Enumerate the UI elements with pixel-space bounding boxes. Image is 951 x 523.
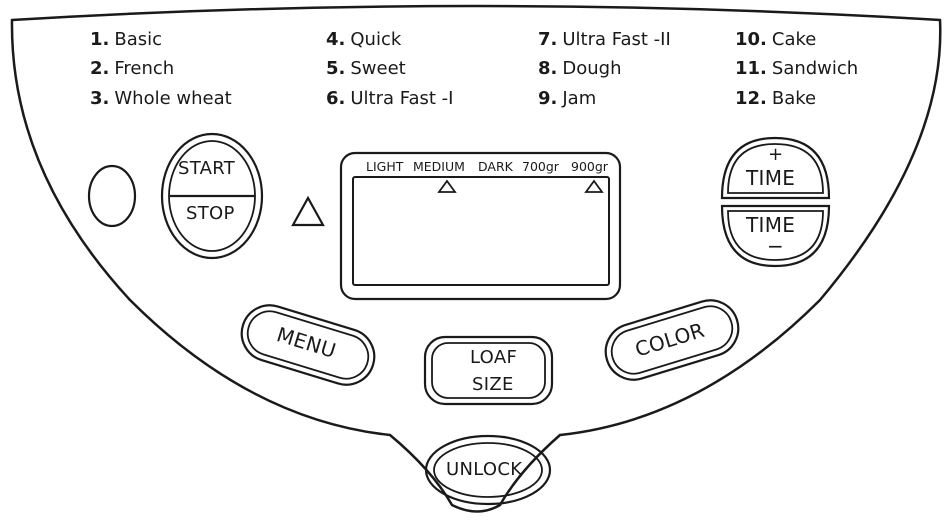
program-name: Basic [114,29,163,50]
program-number: 5. [326,58,346,79]
program-name: Whole wheat [114,88,232,109]
panel-outline [10,4,942,513]
program-item: 10.Cake [735,29,816,51]
program-item: 9.Jam [538,88,596,110]
program-number: 12. [735,88,767,109]
program-number: 2. [90,58,110,79]
lcd-label-medium: MEDIUM [413,159,465,174]
program-number: 7. [538,29,558,50]
loaf-size-button[interactable] [423,335,554,406]
program-item: 8.Dough [538,58,622,80]
unlock-button[interactable] [424,434,552,506]
program-number: 11. [735,58,767,79]
program-name: Ultra Fast -II [562,29,671,50]
program-item: 1.Basic [90,29,162,51]
program-name: Bake [771,88,817,109]
loaf-label: LOAF [470,347,518,368]
lcd-pointer-medium-icon [437,179,457,193]
program-name: Sweet [350,58,406,79]
size-label: SIZE [472,374,514,395]
program-number: 10. [735,29,767,50]
program-item: 12.Bake [735,88,816,110]
program-name: Quick [350,29,402,50]
lcd-label-700gr: 700gr [522,159,559,174]
time-plus-symbol: + [768,144,784,165]
program-name: Ultra Fast -I [350,88,454,109]
time-down-label: TIME [746,213,796,237]
time-down-button[interactable] [720,204,831,268]
program-number: 4. [326,29,346,50]
lcd-label-dark: DARK [478,159,513,174]
program-name: Jam [562,88,597,109]
program-name: Sandwich [771,58,859,79]
program-number: 8. [538,58,558,79]
lcd-pointer-900gr-icon [584,179,604,193]
lcd-label-900gr: 900gr [571,159,608,174]
program-number: 1. [90,29,110,50]
status-triangle-icon [291,195,325,227]
time-minus-symbol: − [767,234,785,258]
program-number: 6. [326,88,346,109]
time-up-label: TIME [746,166,796,190]
program-name: Dough [562,58,622,79]
start-label: START [178,158,236,179]
program-item: 7.Ultra Fast -II [538,29,671,51]
program-name: Cake [771,29,817,50]
program-item: 2.French [90,58,174,80]
unlock-label: UNLOCK [446,459,523,480]
lcd-label-light: LIGHT [366,159,404,174]
program-number: 3. [90,88,110,109]
time-up-button[interactable] [720,136,831,200]
program-item: 5.Sweet [326,58,406,80]
menu-button[interactable] [235,298,381,391]
stop-label: STOP [186,203,235,224]
lcd-display [339,151,622,301]
program-item: 11.Sandwich [735,58,858,80]
color-button[interactable] [599,293,745,386]
program-number: 9. [538,88,558,109]
program-item: 6.Ultra Fast -I [326,88,453,110]
program-name: French [114,58,175,79]
start-stop-button[interactable] [160,132,264,260]
power-indicator [87,164,137,228]
program-item: 4.Quick [326,29,401,51]
program-item: 3.Whole wheat [90,88,232,110]
